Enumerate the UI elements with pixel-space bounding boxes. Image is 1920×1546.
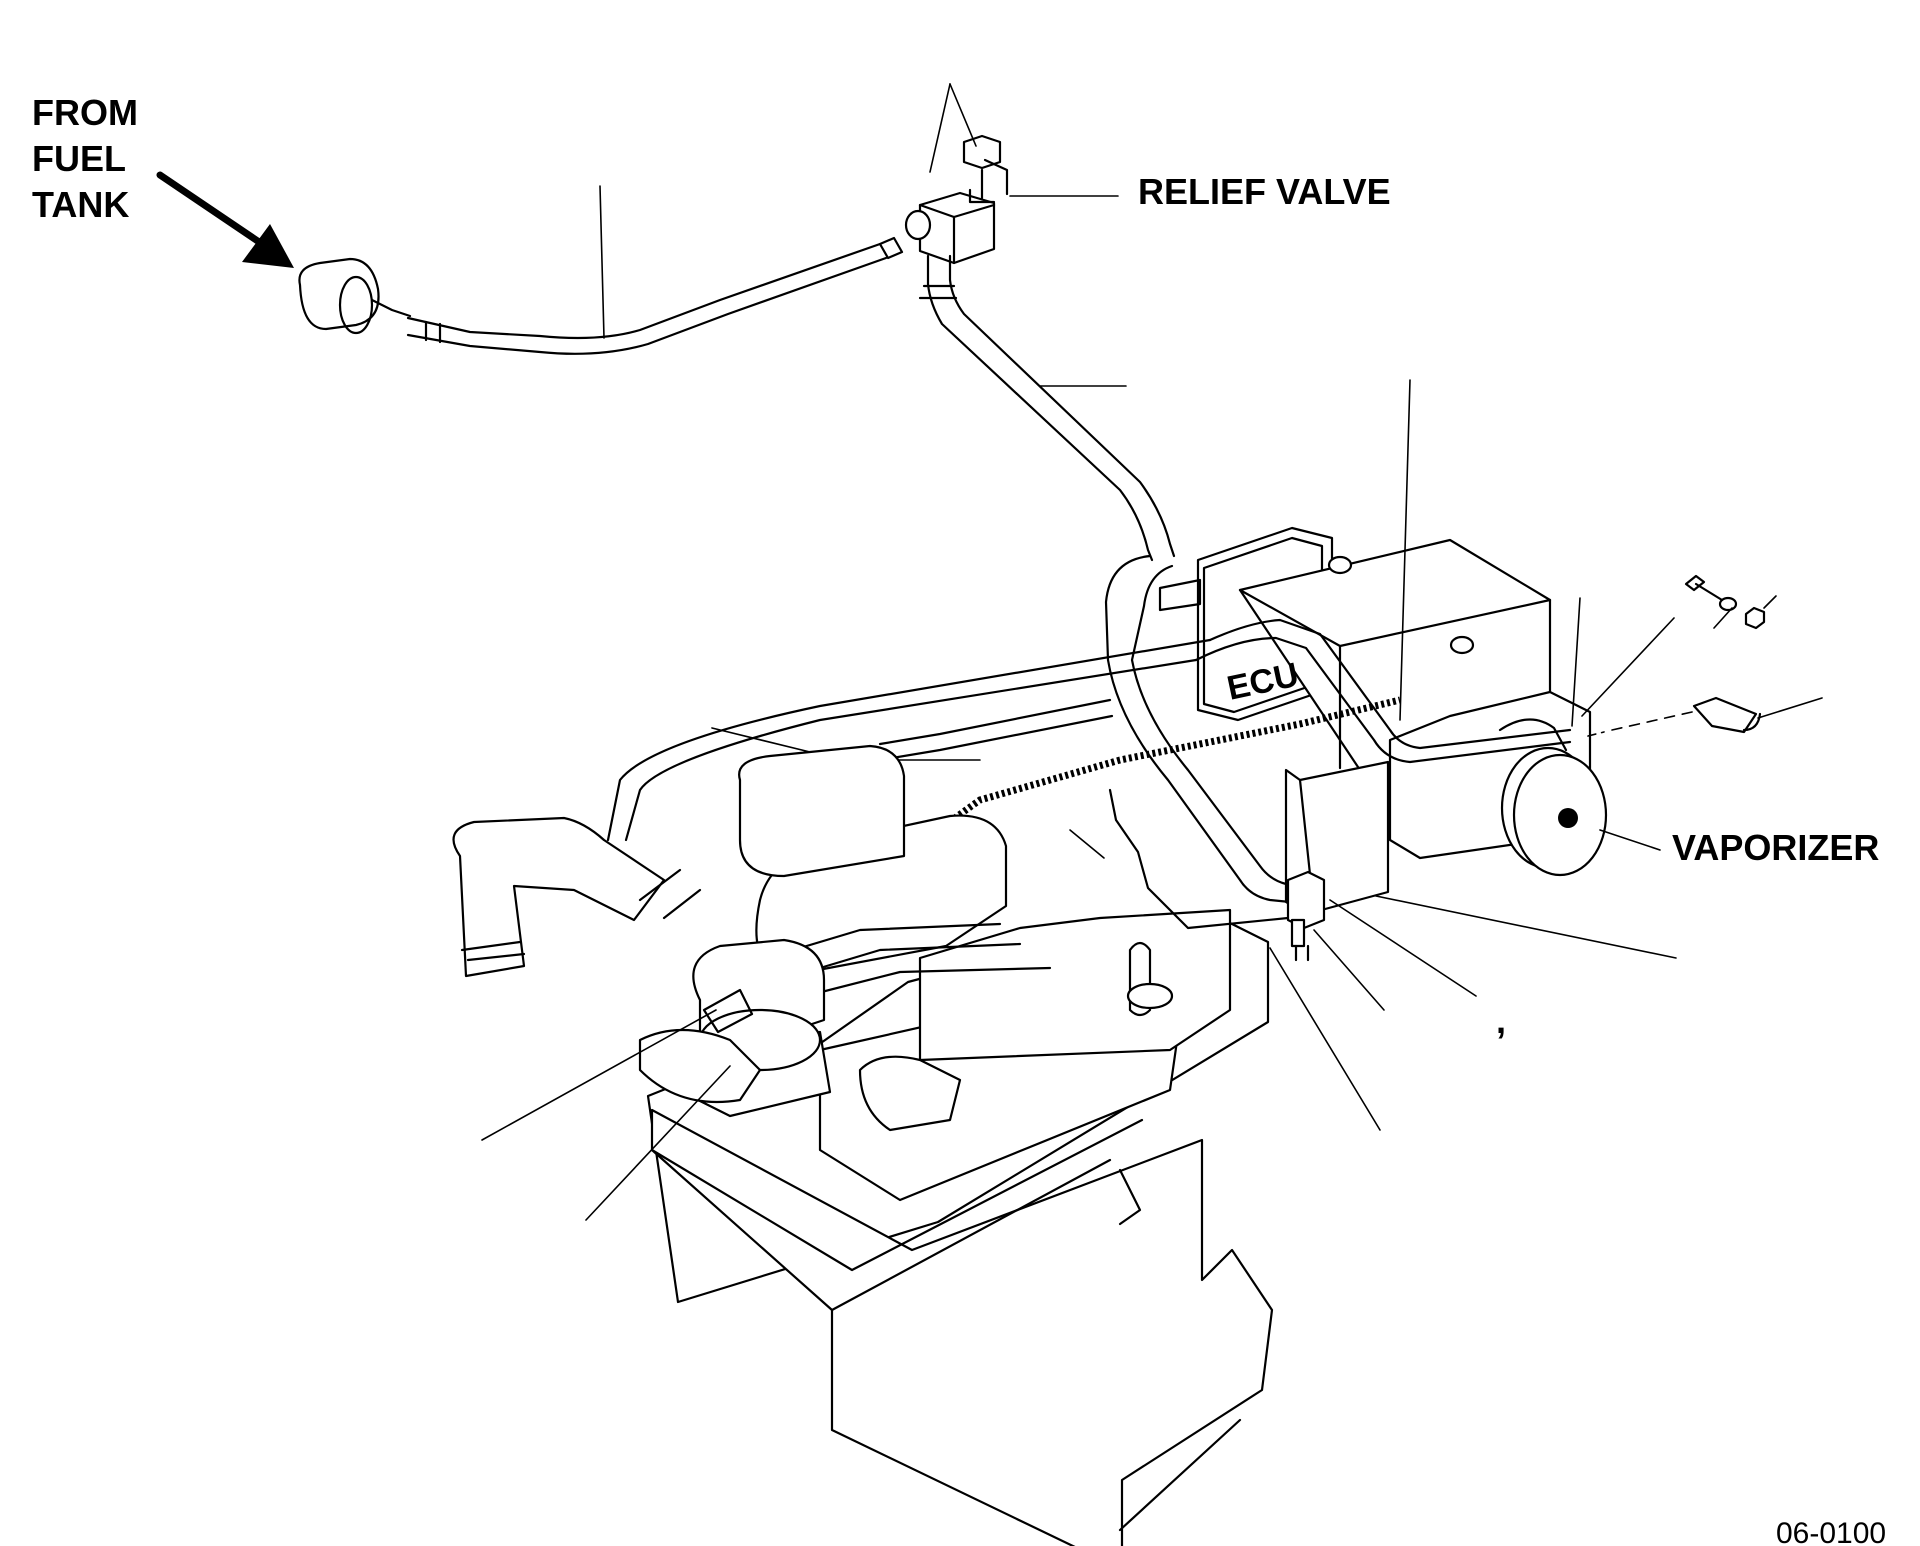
relief-valve-leaders bbox=[929, 83, 1119, 197]
relief-valve-body bbox=[904, 134, 1009, 265]
leader-hose bbox=[599, 185, 605, 339]
stray-comma-mark: , bbox=[1496, 1000, 1507, 1041]
mixer-assembly bbox=[638, 938, 962, 1132]
vaporizer-label: VAPORIZER bbox=[1672, 827, 1880, 868]
fuel-rail-tube bbox=[606, 618, 1572, 842]
fuel-filter bbox=[298, 257, 412, 335]
vaporizer-leaders bbox=[1571, 597, 1675, 851]
fuel-flow-arrow bbox=[156, 171, 294, 268]
mounting-hardware bbox=[1587, 574, 1823, 737]
figure-number: 06-0100 bbox=[1776, 1517, 1887, 1546]
relief-valve-label: RELIEF VALVE bbox=[1138, 171, 1391, 212]
engine-block bbox=[646, 744, 1274, 1546]
air-intake-tube bbox=[452, 816, 702, 978]
fuel-fittings bbox=[1286, 870, 1326, 962]
mixer-leaders bbox=[481, 1009, 731, 1221]
engine-bracket bbox=[1108, 788, 1290, 930]
fuel-tank-label: FROM FUEL TANK bbox=[32, 92, 138, 225]
relief-to-vaporizer-line bbox=[918, 254, 1318, 906]
misc-leaders bbox=[711, 379, 1411, 859]
fuel-supply-hose bbox=[406, 236, 904, 355]
fitting-leaders bbox=[1269, 895, 1677, 1131]
